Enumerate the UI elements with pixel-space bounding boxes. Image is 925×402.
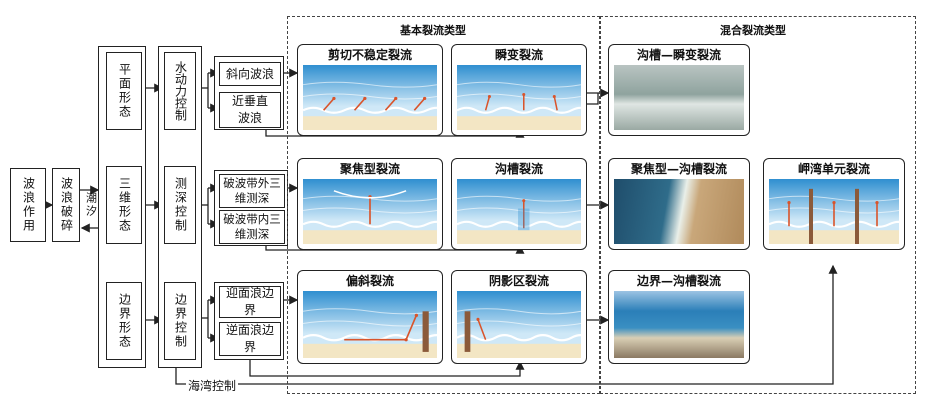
boundary-form-label: 边界形态 <box>117 293 132 349</box>
panel-channel-transient-title: 沟槽—瞬变裂流 <box>636 48 721 62</box>
wave-action-label: 波浪作用 <box>21 177 36 233</box>
panel-focus-channel: 聚焦型—沟槽裂流 <box>608 158 750 250</box>
wave-breaking-label: 波浪破碎 <box>59 177 74 233</box>
hydro-control-box: 水动力控制 <box>164 52 196 130</box>
channel-illustration <box>456 179 586 244</box>
panel-deflect: 偏斜裂流 <box>297 270 443 364</box>
boundary-control-box: 边界控制 <box>164 282 196 360</box>
inner-3d-label: 破波带内三维测深 <box>223 212 281 241</box>
panel-boundary-channel-title: 边界—沟槽裂流 <box>636 274 721 288</box>
channel-transient-photo <box>614 65 744 130</box>
panel-channel-title: 沟槽裂流 <box>494 162 543 176</box>
head-on-boundary-box: 迎面浪边界 <box>219 286 281 318</box>
focus-illustration <box>302 179 442 244</box>
boundary-channel-photo <box>614 291 744 358</box>
panel-embayed-cell-title: 岬湾单元裂流 <box>797 162 870 176</box>
basic-types-title: 基本裂流类型 <box>400 24 466 37</box>
panel-transient-title: 瞬变裂流 <box>494 48 543 62</box>
outer-3d-label: 破波带外三维测深 <box>223 176 281 205</box>
tide-label: 潮汐 <box>84 192 98 218</box>
oblique-wave-box: 斜向波浪 <box>219 62 281 86</box>
deflect-illustration <box>302 291 442 358</box>
bathy-control-box: 测深控制 <box>164 166 196 244</box>
panel-focus: 聚焦型裂流 <box>297 158 443 250</box>
basic-types-section <box>287 16 600 394</box>
three-d-box: 三维形态 <box>106 166 142 244</box>
embayed-cell-illustration <box>768 179 904 244</box>
panel-shadow-title: 阴影区裂流 <box>488 274 549 288</box>
reverse-boundary-label: 逆面浪边界 <box>225 323 274 354</box>
oblique-wave-label: 斜向波浪 <box>225 66 274 81</box>
hydro-control-label: 水动力控制 <box>173 61 188 121</box>
boundary-form-box: 边界形态 <box>106 282 142 360</box>
mixed-types-title: 混合裂流类型 <box>720 24 786 37</box>
shadow-illustration <box>456 291 586 358</box>
panel-boundary-channel: 边界—沟槽裂流 <box>608 270 750 364</box>
near-normal-label: 近垂直波浪 <box>231 94 268 125</box>
panel-shear: 剪切不稳定裂流 <box>297 44 443 136</box>
panel-embayed-cell: 岬湾单元裂流 <box>763 158 905 250</box>
panel-focus-channel-title: 聚焦型—沟槽裂流 <box>630 162 727 176</box>
panel-focus-title: 聚焦型裂流 <box>339 162 400 176</box>
bathy-control-label: 测深控制 <box>173 177 188 233</box>
panel-shear-title: 剪切不稳定裂流 <box>327 48 412 62</box>
wave-action-box: 波浪作用 <box>10 168 46 242</box>
shear-illustration <box>302 65 442 130</box>
near-normal-box: 近垂直波浪 <box>219 92 281 128</box>
outer-3d-box: 破波带外三维测深 <box>219 174 285 208</box>
planform-box: 平面形态 <box>106 52 142 130</box>
panel-transient: 瞬变裂流 <box>451 44 587 136</box>
wave-breaking-box: 波浪破碎 <box>52 168 80 242</box>
planform-label: 平面形态 <box>117 63 132 119</box>
panel-shadow: 阴影区裂流 <box>451 270 587 364</box>
mixed-types-section <box>600 16 916 394</box>
focus-channel-photo <box>614 179 744 244</box>
transient-illustration <box>456 65 586 130</box>
head-on-boundary-label: 迎面浪边界 <box>225 286 274 317</box>
three-d-label: 三维形态 <box>117 177 132 233</box>
tide-label-box: 潮汐 <box>84 180 98 230</box>
inner-3d-box: 破波带内三维测深 <box>219 210 285 244</box>
panel-channel-transient: 沟槽—瞬变裂流 <box>608 44 750 136</box>
panel-deflect-title: 偏斜裂流 <box>345 274 394 288</box>
panel-channel: 沟槽裂流 <box>451 158 587 250</box>
reverse-boundary-box: 逆面浪边界 <box>219 322 281 356</box>
bay-control-label: 海湾控制 <box>186 377 239 394</box>
boundary-control-label: 边界控制 <box>173 293 188 349</box>
